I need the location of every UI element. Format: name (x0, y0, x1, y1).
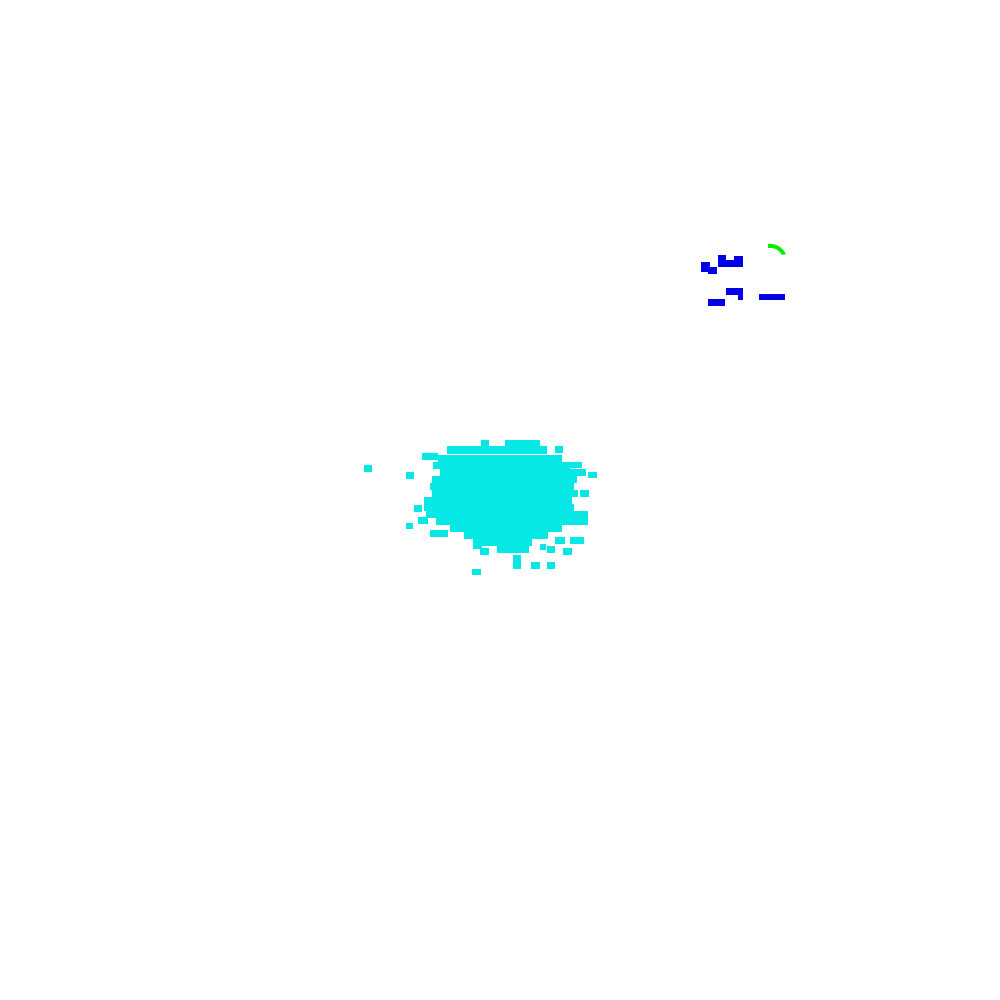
cyan-pixel (424, 504, 574, 511)
cyan-pixel (424, 497, 572, 504)
cyan-pixel (464, 532, 548, 539)
cyan-pixel (497, 546, 529, 553)
cyan-pixel (474, 539, 532, 546)
cyan-pixel (563, 548, 572, 555)
cyan-pixel (406, 523, 413, 529)
green-arc-mark (768, 243, 786, 255)
cyan-pixel (531, 562, 540, 569)
cyan-pixel (450, 525, 562, 532)
cyan-pixel (418, 517, 428, 524)
cyan-pixel (540, 544, 546, 550)
cyan-pixel (433, 462, 571, 469)
blue-mark (759, 294, 785, 300)
cyan-pixel (430, 483, 574, 490)
cyan-pixel (555, 537, 565, 544)
cyan-pixel (570, 537, 584, 544)
cyan-pixel (432, 490, 578, 497)
cyan-pixel (555, 446, 563, 453)
cyan-pixel (547, 562, 555, 569)
blue-mark (701, 262, 717, 274)
cyan-pixel (364, 465, 372, 472)
cyan-pixel (547, 546, 555, 553)
cyan-pixel (588, 472, 597, 478)
cyan-pixel (430, 530, 448, 537)
cyan-pixel (447, 446, 547, 454)
cyan-pixel (438, 455, 562, 462)
blue-mark (708, 299, 725, 306)
blue-mark (726, 288, 743, 300)
blue-mark (718, 255, 743, 267)
cyan-pixel (580, 490, 589, 497)
cyan-pixel (513, 555, 521, 569)
cyan-pixel (406, 472, 414, 479)
cyan-pixel (481, 440, 489, 446)
cyan-pixel (414, 505, 422, 512)
blue-mark-group (701, 255, 785, 306)
cyan-pixel-cluster (364, 440, 597, 575)
cyan-pixel (432, 476, 577, 483)
cyan-pixel (570, 462, 582, 468)
cyan-pixel (472, 569, 481, 575)
cyan-pixel (426, 511, 588, 518)
cyan-pixel (440, 469, 586, 476)
cyan-pixel (480, 548, 489, 555)
cyan-pixel (436, 518, 588, 525)
cyan-pixel (505, 440, 540, 448)
cyan-pixel (422, 453, 438, 460)
cyan-pixel (473, 537, 482, 549)
